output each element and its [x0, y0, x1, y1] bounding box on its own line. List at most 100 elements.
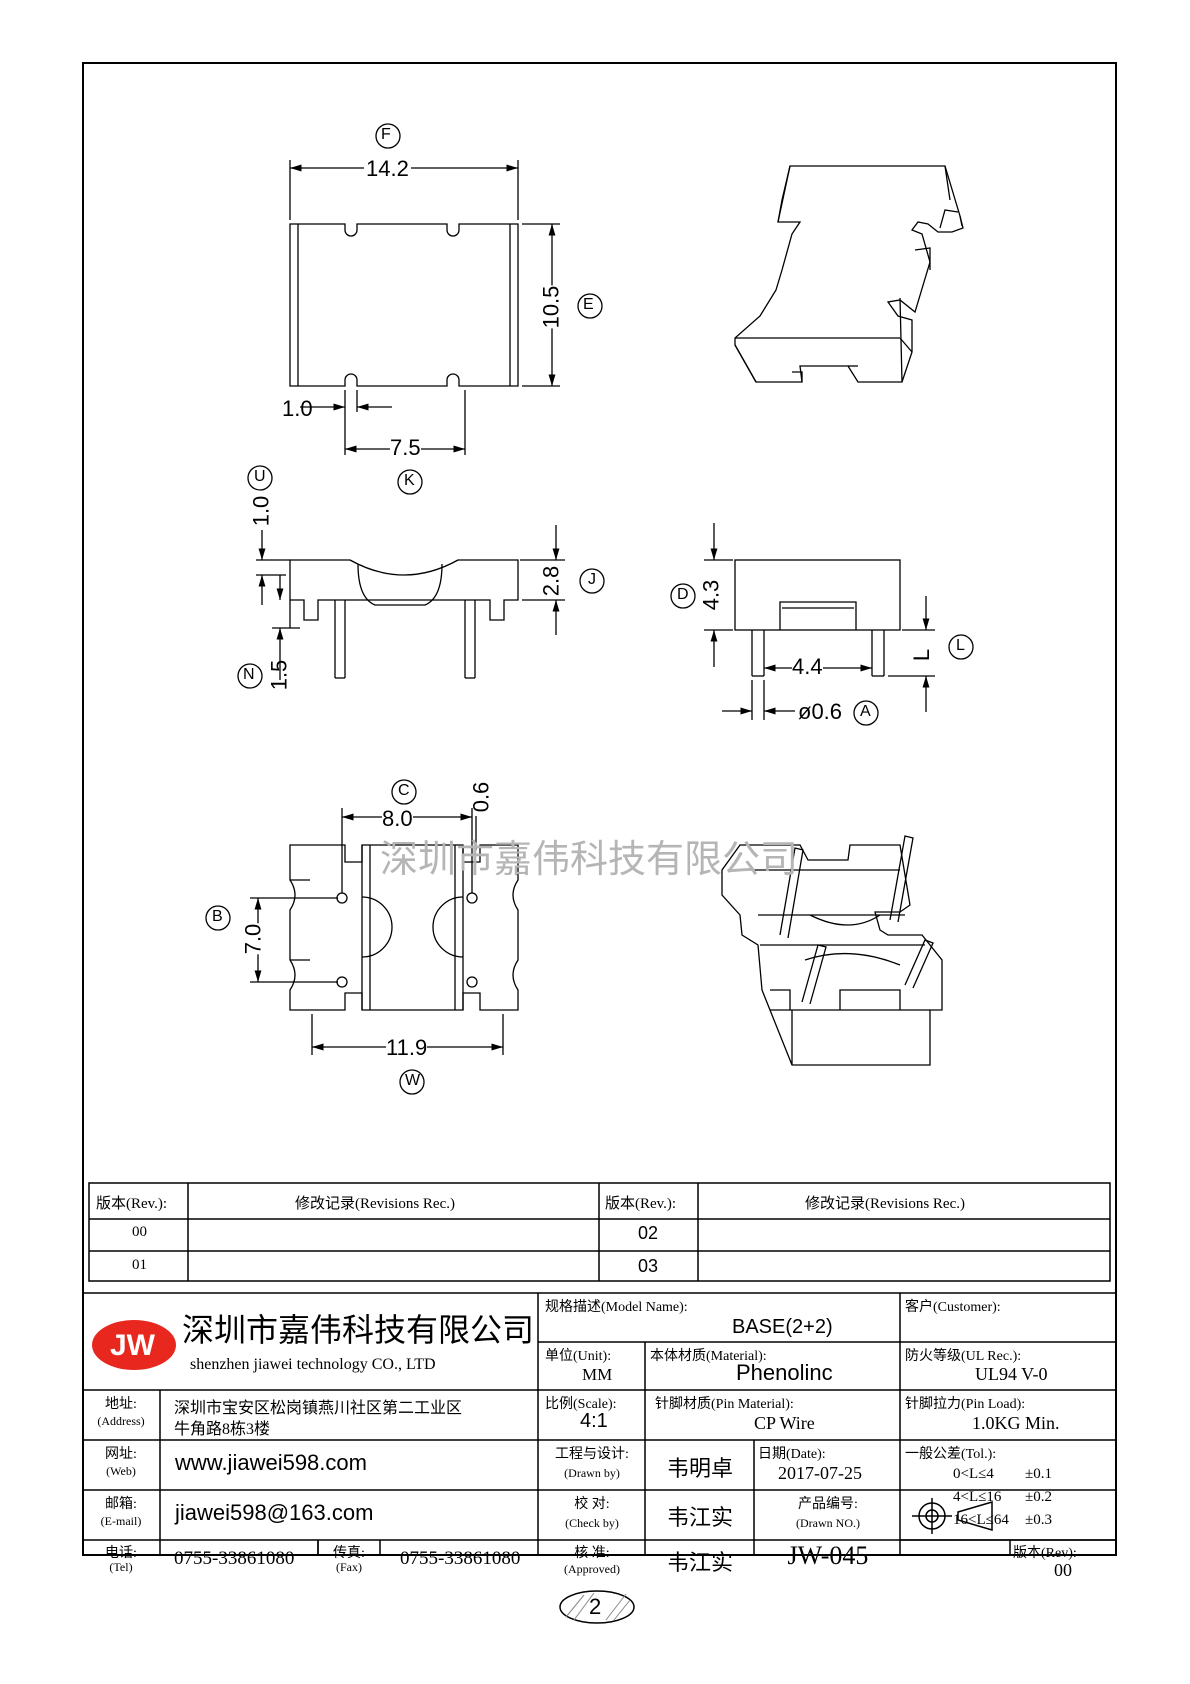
label-a: A [860, 703, 871, 720]
dim-b: 7.0 [240, 923, 267, 955]
tel-label: 电话: [105, 1546, 137, 1561]
fax-value: 0755-33861080 [400, 1548, 521, 1569]
pin-material-label: 针脚材质(Pin Material): [655, 1397, 794, 1412]
rev-header-left: 版本(Rev.): [96, 1196, 168, 1212]
dim-slot: 1.0 [282, 396, 313, 421]
pin-material-value: CP Wire [754, 1413, 815, 1433]
label-j: J [588, 571, 596, 588]
label-e: E [583, 296, 594, 313]
rev-value: 00 [1054, 1560, 1072, 1580]
dim-pitch: 4.4 [792, 654, 823, 680]
design-label: 工程与设计: [555, 1447, 629, 1462]
logo-text: JW [110, 1329, 155, 1362]
date-value: 2017-07-25 [778, 1463, 862, 1483]
address-label-en: (Address) [97, 1414, 145, 1428]
title-block-grid [82, 1292, 1117, 1556]
label-u-circle [247, 465, 273, 491]
drawing-no-label: 产品编号: [798, 1497, 858, 1512]
label-w-circle [399, 1069, 425, 1095]
address-line1: 深圳市宝安区松岗镇燕川社区第二工业区 [174, 1400, 463, 1417]
design-label-en: (Drawn by) [564, 1466, 620, 1480]
page-number: 2 [589, 1594, 602, 1619]
address-label: 地址: [105, 1397, 137, 1412]
projection-symbol [912, 1498, 993, 1534]
isometric-pins [779, 835, 934, 1005]
rev-header-right: 版本(Rev.): [605, 1196, 677, 1212]
label-l: L [956, 637, 965, 654]
drawing-no-value: JW-045 [787, 1541, 869, 1570]
dim-hole: 0.6 [468, 781, 494, 813]
material-value: Phenolinc [736, 1360, 833, 1385]
dim-c: 8.0 [382, 806, 413, 832]
dim-l: L [909, 648, 936, 662]
tol-label: 一般公差(Tol.): [905, 1447, 997, 1462]
web-link[interactable]: www.jiawei598.com [175, 1450, 367, 1475]
email-label-en: (E-mail) [100, 1514, 142, 1528]
rev-row-03: 03 [638, 1256, 659, 1276]
check-label-en: (Check by) [565, 1516, 619, 1530]
scale-label: 比例(Scale): [545, 1397, 617, 1412]
drawing-frame [82, 62, 1117, 1556]
label-l-circle [948, 634, 974, 660]
tol-range-3: 16<L≤64 [953, 1512, 1009, 1528]
label-w: W [405, 1072, 421, 1089]
address-line2: 牛角路8栋3楼 [174, 1421, 271, 1438]
fax-label: 传真: [333, 1546, 365, 1561]
label-b-circle [205, 905, 231, 931]
company-name-cn: 深圳市嘉伟科技有限公司 [182, 1312, 535, 1348]
rec-header-left: 修改记录(Revisions Rec.) [295, 1196, 455, 1212]
model-value: BASE(2+2) [732, 1316, 833, 1338]
drawing-no-label-en: (Drawn NO.) [796, 1516, 860, 1530]
email-link[interactable]: jiawei598@163.com [175, 1500, 374, 1525]
pin-load-label: 针脚拉力(Pin Load): [905, 1397, 1026, 1412]
ul-label: 防火等级(UL Rec.): [905, 1349, 1022, 1364]
watermark: 深圳市嘉伟科技有限公司 [380, 839, 799, 881]
end-view [704, 523, 935, 720]
approve-label: 核 准: [574, 1546, 610, 1561]
label-d: D [677, 586, 689, 603]
dim-e: 10.5 [538, 285, 565, 329]
tol-value-1: ±0.1 [1025, 1466, 1052, 1482]
date-label: 日期(Date): [758, 1447, 826, 1462]
tol-range-1: 0<L≤4 [953, 1466, 994, 1482]
dim-a: ø0.6 [798, 699, 843, 724]
model-label: 规格描述(Model Name): [545, 1300, 688, 1315]
label-k-circle [397, 469, 423, 495]
isometric-view-top [734, 165, 964, 383]
company-name-en: shenzhen jiawei technology CO., LTD [190, 1356, 436, 1373]
top-view [289, 160, 560, 455]
scale-value: 4:1 [580, 1410, 608, 1432]
approve-label-en: (Approved) [564, 1562, 620, 1576]
tol-value-2: ±0.2 [1025, 1489, 1052, 1505]
page-number-badge [559, 1590, 635, 1624]
dim-f: 14.2 [364, 156, 411, 182]
revision-table-grid [88, 1182, 1111, 1282]
check-label: 校 对: [574, 1497, 610, 1512]
label-d-circle [670, 583, 696, 609]
web-label: 网址: [105, 1447, 137, 1462]
web-label-en: (Web) [106, 1464, 136, 1478]
checker-value: 韦江实 [666, 1505, 733, 1530]
label-n: N [243, 666, 255, 683]
dim-d: 4.3 [698, 579, 725, 611]
dim-k: 7.5 [390, 435, 421, 461]
label-e-circle [577, 293, 603, 319]
dim-u: 1.0 [248, 495, 274, 527]
label-c: C [398, 782, 410, 799]
isometric-view-bottom [721, 844, 943, 1066]
customer-label: 客户(Customer): [905, 1300, 1001, 1315]
tol-value-3: ±0.3 [1025, 1512, 1052, 1528]
rev-row-02: 02 [638, 1223, 659, 1243]
label-f-circle [375, 123, 401, 149]
tel-value: 0755-33861080 [174, 1548, 295, 1569]
unit-label: 单位(Unit): [545, 1349, 612, 1364]
ul-value: UL94 V-0 [975, 1364, 1048, 1384]
material-label: 本体材质(Material): [650, 1349, 767, 1364]
label-c-circle [391, 779, 417, 805]
rec-header-right: 修改记录(Revisions Rec.) [805, 1196, 965, 1212]
tel-label-en: (Tel) [109, 1560, 133, 1574]
jw-logo [92, 1320, 176, 1370]
label-a-circle [853, 700, 879, 726]
dim-w: 11.9 [386, 1035, 428, 1061]
